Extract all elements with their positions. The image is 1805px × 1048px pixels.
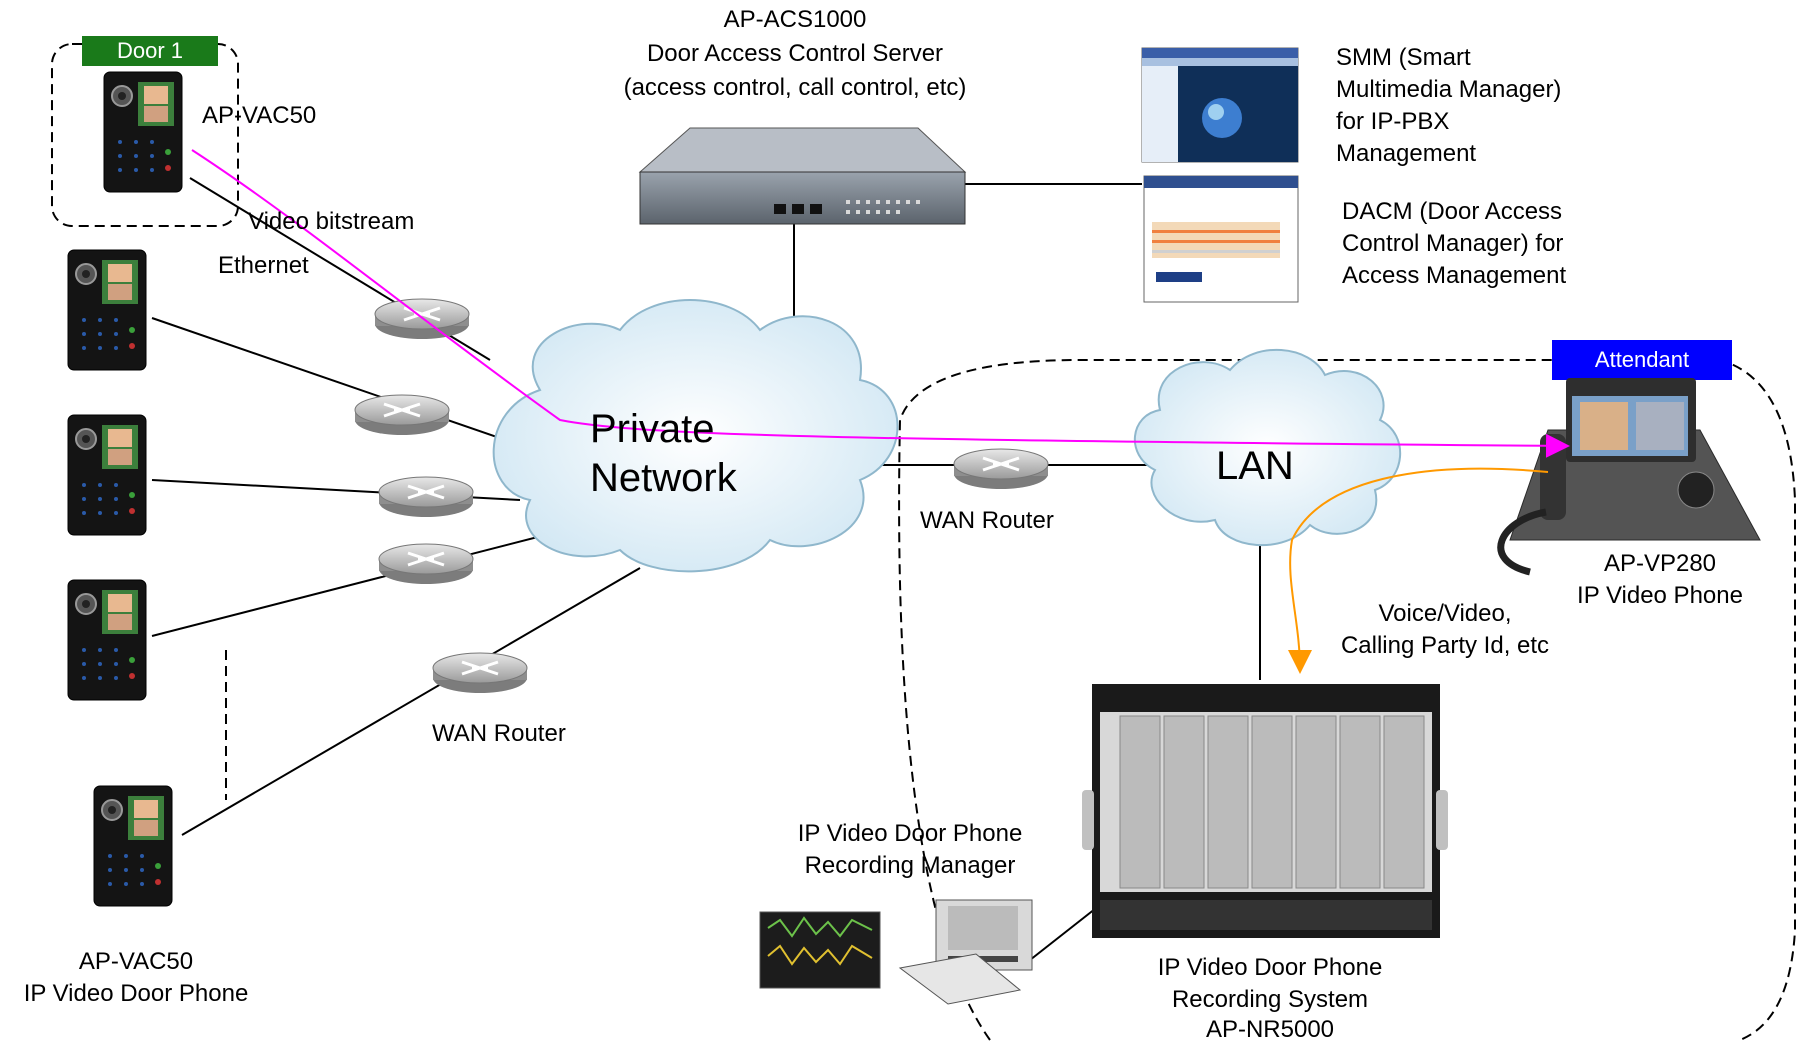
recording-manager-line1: IP Video Door Phone xyxy=(797,820,1023,847)
video-phone-icon xyxy=(1497,378,1761,576)
door1-model: AP-VAC50 xyxy=(202,102,317,129)
phone-model: AP-VP280 xyxy=(1603,550,1717,577)
door-phone-icon xyxy=(67,414,147,536)
recording-manager-line2: Recording Manager xyxy=(804,852,1016,879)
ethernet-label: Ethernet xyxy=(218,252,309,279)
private-network-line2: Network xyxy=(590,456,737,500)
voice-video-line1: Voice/Video, xyxy=(1378,600,1512,627)
smm-screenshot xyxy=(1141,47,1299,163)
pc-workstation-icon xyxy=(898,899,1033,1005)
door-bottom-desc: IP Video Door Phone xyxy=(23,980,249,1007)
video-bitstream-label: Video bitstream xyxy=(248,208,415,235)
dacm-screenshot xyxy=(1143,175,1299,303)
attendant-label: Attendant xyxy=(1594,347,1690,372)
smm-line3: for IP-PBX xyxy=(1336,108,1450,135)
door1-tag xyxy=(82,36,218,66)
voice-path xyxy=(1287,467,1549,674)
door-phone-icon xyxy=(67,249,147,371)
smm-line2: Multimedia Manager) xyxy=(1336,76,1562,103)
server-name: AP-ACS1000 xyxy=(723,6,867,33)
wan-router-bottom-label: WAN Router xyxy=(432,720,566,747)
router-icon xyxy=(377,475,475,519)
smm-line4: Management xyxy=(1336,140,1477,167)
private-network-cloud xyxy=(492,299,899,573)
door-phone-icon xyxy=(93,785,173,907)
dacm-line2: Control Manager) for xyxy=(1342,230,1564,257)
lan-label: LAN xyxy=(1216,444,1294,488)
recording-system-line1: IP Video Door Phone xyxy=(1157,954,1383,981)
lan-zone xyxy=(898,359,1796,1041)
door-phone-icon xyxy=(67,579,147,701)
door1-label: Door 1 xyxy=(116,38,184,63)
recording-system-icon xyxy=(1082,684,1448,938)
router-icon xyxy=(353,393,451,437)
recording-system-line3: AP-NR5000 xyxy=(1205,1016,1335,1043)
wan-router-right-label: WAN Router xyxy=(920,507,1054,534)
video-path xyxy=(191,149,1570,458)
dacm-line3: Access Management xyxy=(1342,262,1567,289)
recording-manager-screen xyxy=(759,911,881,989)
access-control-server-icon xyxy=(638,127,967,225)
phone-desc: IP Video Phone xyxy=(1577,582,1743,609)
dacm-line1: DACM (Door Access xyxy=(1342,198,1563,225)
router-icon xyxy=(952,447,1050,491)
private-network-line1: Private xyxy=(590,407,715,451)
router-icon xyxy=(377,542,475,586)
recording-system-line2: Recording System xyxy=(1171,986,1369,1013)
door-phone-icon xyxy=(103,71,183,193)
door-bottom-model: AP-VAC50 xyxy=(78,948,194,975)
server-desc: (access control, call control, etc) xyxy=(623,74,967,101)
attendant-tag xyxy=(1552,340,1732,380)
server-title: Door Access Control Server xyxy=(646,40,944,67)
router-icon xyxy=(431,651,529,695)
voice-video-line2: Calling Party Id, etc xyxy=(1340,632,1550,659)
smm-line1: SMM (Smart xyxy=(1336,44,1471,71)
